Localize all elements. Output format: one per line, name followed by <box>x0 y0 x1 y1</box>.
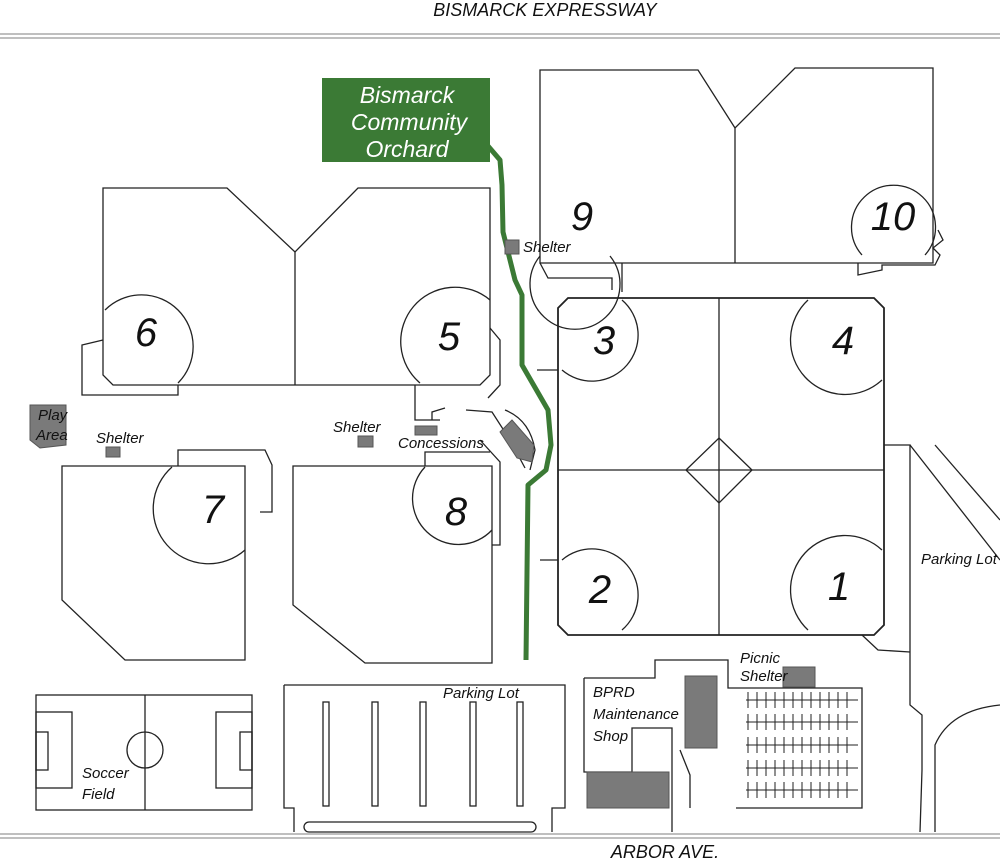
field-1-number: 1 <box>828 565 850 609</box>
bleachers <box>499 419 535 463</box>
field-8 <box>292 439 501 664</box>
field-2-number: 2 <box>588 568 611 612</box>
orchard-trail <box>486 144 554 661</box>
road-label-arbor-ave: ARBOR AVE. <box>610 842 719 860</box>
concession-area <box>414 385 536 471</box>
orchard-label-line3: Orchard <box>365 136 449 162</box>
soccer-field <box>35 694 253 811</box>
orchard-label-line2: Community <box>351 109 469 135</box>
fields-5-6 <box>81 187 501 399</box>
south-parking-lot <box>283 684 566 833</box>
field-10-number: 10 <box>871 195 916 239</box>
bprd-label-line2: Maintenance <box>593 706 679 723</box>
concessions-label: Concessions <box>398 435 484 452</box>
shelter-9-building <box>504 239 520 255</box>
orchard-label-line1: Bismarck <box>360 82 456 108</box>
shelter-center-label: Shelter <box>333 419 382 436</box>
road-label-bismarck-expressway: BISMARCK EXPRESSWAY <box>433 0 658 20</box>
bprd-maintenance-area <box>583 659 863 832</box>
picnic-label-line1: Picnic <box>740 650 781 667</box>
maintenance-building-2 <box>586 771 670 809</box>
picnic-label-line2: Shelter <box>740 668 789 685</box>
shelter-west-building <box>105 446 121 458</box>
picnic-parking-stalls <box>746 692 858 798</box>
concessions-building <box>414 425 438 436</box>
shelter-center-building <box>357 435 374 448</box>
field-3-number: 3 <box>593 319 615 363</box>
orchard-sign <box>322 78 490 162</box>
field-6-number: 6 <box>135 311 158 355</box>
fields-9-10 <box>529 67 944 330</box>
field-7-number: 7 <box>202 488 226 532</box>
bprd-label-line3: Shop <box>593 728 628 745</box>
shelter-9-label: Shelter <box>523 239 572 256</box>
field-4-number: 4 <box>832 319 854 363</box>
field-9-number: 9 <box>571 195 593 239</box>
parking-east-label: Parking Lot <box>921 551 998 568</box>
play-area-label-line1: Play <box>38 407 69 424</box>
soccer-label-line1: Soccer <box>82 765 130 782</box>
field-8-number: 8 <box>445 490 468 534</box>
picnic-shelter-building <box>782 666 816 688</box>
bprd-label-line1: BPRD <box>593 684 635 701</box>
play-area-label-line2: Area <box>35 427 68 444</box>
shelter-west-label: Shelter <box>96 430 145 447</box>
parking-south-label: Parking Lot <box>443 685 520 702</box>
soccer-label-line2: Field <box>82 786 115 803</box>
east-parking-lot <box>861 444 1000 833</box>
field-7 <box>61 449 273 661</box>
fields-1-4 <box>537 297 885 636</box>
field-5-number: 5 <box>438 315 461 359</box>
maintenance-building-1 <box>684 675 718 749</box>
play-area-block <box>29 404 67 449</box>
